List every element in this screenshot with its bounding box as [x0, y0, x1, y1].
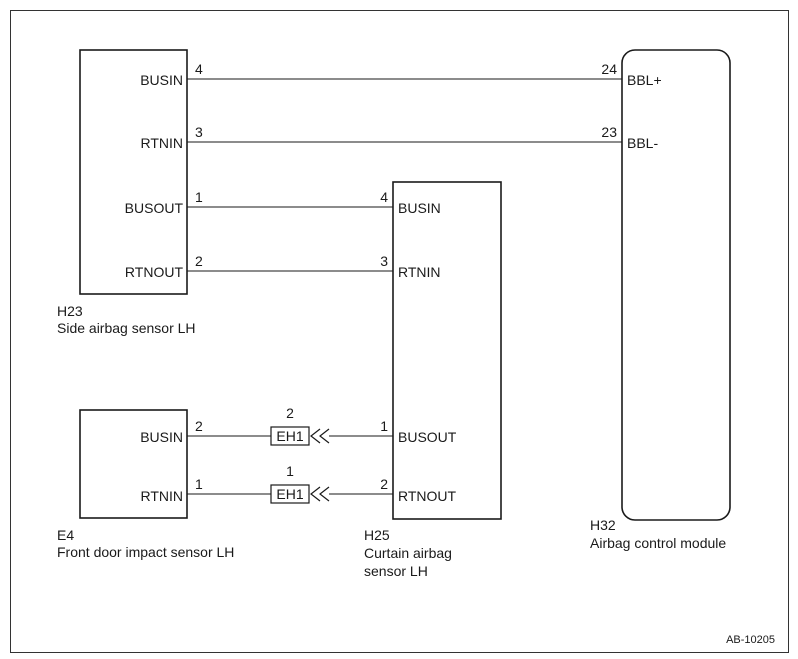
h23-code: H23: [57, 303, 83, 319]
h25-pin-rtnin: RTNIN: [398, 264, 441, 280]
module-h25: BUSIN RTNIN BUSOUT RTNOUT H25 Curtain ai…: [364, 181, 502, 579]
h32-name: Airbag control module: [590, 535, 726, 551]
h23-pin-busout: BUSOUT: [125, 200, 184, 216]
module-h23: BUSIN RTNIN BUSOUT RTNOUT H23 Side airba…: [57, 49, 196, 336]
e4-pin-rtnin: RTNIN: [140, 488, 183, 504]
pin-num-e4-rtnin: 1: [195, 476, 203, 492]
figure-id: AB-10205: [726, 634, 775, 646]
h32-pin-bbl-plus: BBL+: [627, 72, 662, 88]
h32-pin-bbl-minus: BBL-: [627, 135, 658, 151]
h23-box: [79, 49, 188, 295]
connector-eh1-top-chevrons: [310, 428, 330, 444]
pin-num-e4-busin: 2: [195, 418, 203, 434]
connector-eh1-bottom-pin: 1: [286, 463, 294, 479]
pin-num-h32-bbl-plus: 24: [601, 61, 617, 77]
h32-box: [621, 49, 731, 521]
connector-eh1-bottom: [270, 484, 310, 504]
h32-code: H32: [590, 517, 616, 533]
h25-name-line1: Curtain airbag: [364, 545, 452, 561]
pin-num-h25-rtnout: 2: [380, 476, 388, 492]
h25-name-line2: sensor LH: [364, 563, 428, 579]
h23-pin-rtnout: RTNOUT: [125, 264, 184, 280]
module-h32: BBL+ BBL- H32 Airbag control module: [590, 49, 731, 551]
h25-pin-busin: BUSIN: [398, 200, 441, 216]
e4-name: Front door impact sensor LH: [57, 544, 234, 560]
h25-pin-rtnout: RTNOUT: [398, 488, 457, 504]
pin-num-h23-rtnout: 2: [195, 253, 203, 269]
e4-pin-busin: BUSIN: [140, 429, 183, 445]
pin-num-h23-busin: 4: [195, 61, 203, 77]
h25-code: H25: [364, 527, 390, 543]
h23-name: Side airbag sensor LH: [57, 320, 196, 336]
pin-num-h23-rtnin: 3: [195, 124, 203, 140]
e4-code: E4: [57, 527, 74, 543]
module-e4: BUSIN RTNIN E4 Front door impact sensor …: [57, 409, 234, 560]
pin-num-h25-busin: 4: [380, 189, 388, 205]
h23-pin-busin: BUSIN: [140, 72, 183, 88]
pin-num-h32-bbl-minus: 23: [601, 124, 617, 140]
connector-eh1-bottom-chevrons: [310, 486, 330, 502]
h25-pin-busout: BUSOUT: [398, 429, 457, 445]
h23-pin-rtnin: RTNIN: [140, 135, 183, 151]
e4-box: [79, 409, 188, 519]
connector-eh1-top: [270, 426, 310, 446]
pin-num-h23-busout: 1: [195, 189, 203, 205]
pin-num-h25-rtnin: 3: [380, 253, 388, 269]
connector-eh1-bottom-label: EH1: [276, 486, 303, 502]
pin-num-h25-busout: 1: [380, 418, 388, 434]
h25-box: [392, 181, 502, 520]
connector-eh1-top-pin: 2: [286, 405, 294, 421]
connector-eh1-top-label: EH1: [276, 428, 303, 444]
